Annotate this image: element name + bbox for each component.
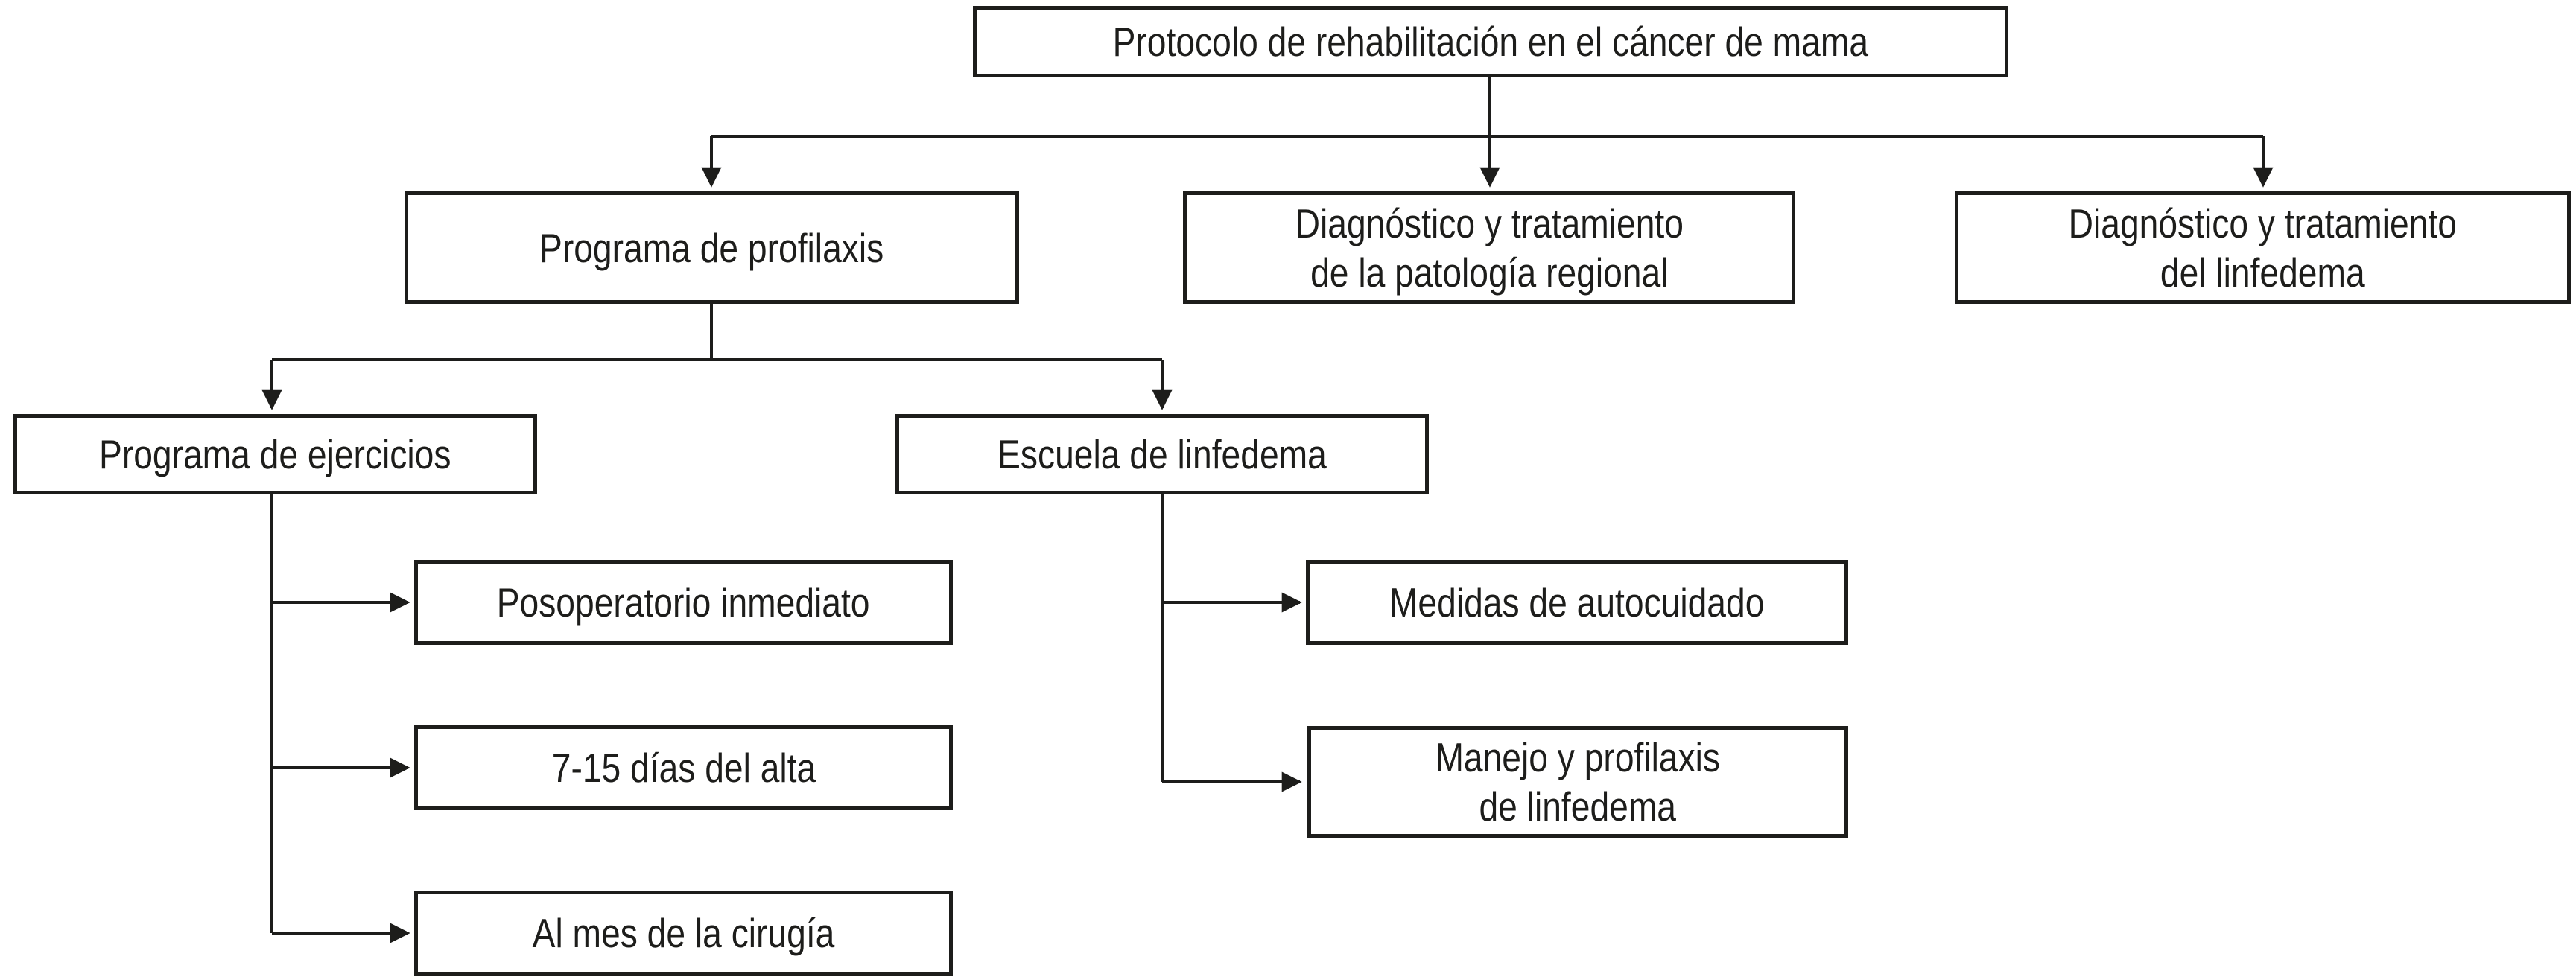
node-label: Al mes de la cirugía xyxy=(532,910,835,956)
node-medidas-autocuidado: Medidas de autocuidado xyxy=(1306,560,1848,645)
node-protocolo-rehabilitacion: Protocolo de rehabilitación en el cáncer… xyxy=(973,6,2008,77)
node-label: Escuela de linfedema xyxy=(997,431,1327,477)
node-7-15-dias-del-alta: 7-15 días del alta xyxy=(414,725,953,810)
node-diagnostico-patologia-regional: Diagnóstico y tratamiento de la patologí… xyxy=(1183,191,1795,304)
node-label: Medidas de autocuidado xyxy=(1389,579,1765,626)
node-label: Manejo y profilaxis de linfedema xyxy=(1435,734,1721,830)
node-diagnostico-linfedema: Diagnóstico y tratamiento del linfedema xyxy=(1955,191,2571,304)
node-manejo-profilaxis-linfedema: Manejo y profilaxis de linfedema xyxy=(1307,726,1848,838)
node-programa-profilaxis: Programa de profilaxis xyxy=(405,191,1019,304)
node-label: 7-15 días del alta xyxy=(551,745,816,791)
node-programa-ejercicios: Programa de ejercicios xyxy=(13,414,537,494)
node-label: Posoperatorio inmediato xyxy=(497,579,870,626)
node-label: Programa de ejercicios xyxy=(99,431,451,477)
node-label: Programa de profilaxis xyxy=(539,224,884,271)
node-label: Protocolo de rehabilitación en el cáncer… xyxy=(1112,19,1869,65)
node-label: Diagnóstico y tratamiento del linfedema xyxy=(2068,200,2458,296)
node-al-mes-de-la-cirugia: Al mes de la cirugía xyxy=(414,891,953,976)
node-escuela-linfedema: Escuela de linfedema xyxy=(895,414,1429,494)
node-posoperatorio-inmediato: Posoperatorio inmediato xyxy=(414,560,953,645)
node-label: Diagnóstico y tratamiento de la patologí… xyxy=(1295,200,1684,296)
